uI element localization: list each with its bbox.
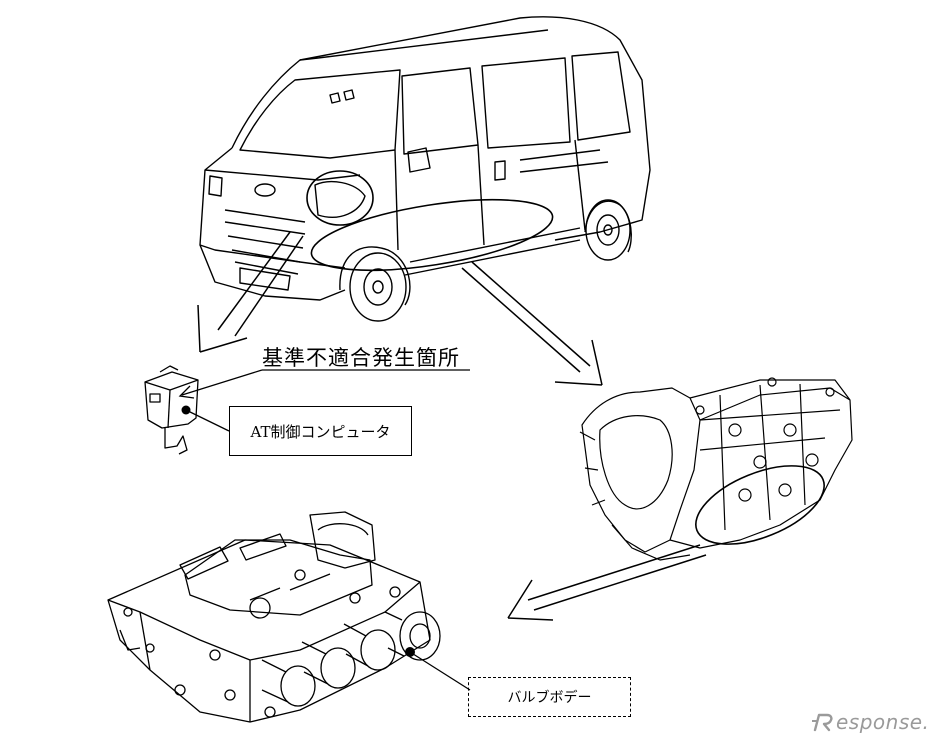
response-r-logo-icon xyxy=(812,713,833,732)
van-highlight-marks xyxy=(306,170,554,272)
at-computer-label: AT制御コンピュータ xyxy=(250,422,391,441)
at-computer-callout-box: AT制御コンピュータ xyxy=(229,406,412,456)
underbody-area-ellipse xyxy=(310,198,554,272)
valve-body-label: バルブボデー xyxy=(507,690,592,706)
valve-body-location-ellipse xyxy=(695,465,825,545)
watermark-text: esponse. xyxy=(836,710,930,734)
response-watermark: esponse. xyxy=(812,710,929,734)
headlight-area-circle xyxy=(306,170,374,226)
at-computer-illustration xyxy=(144,365,199,455)
ecu-dot xyxy=(181,405,191,415)
valve-body-callout-box: バルブボデー xyxy=(468,677,631,717)
van-illustration xyxy=(199,16,651,322)
transmission-illustration xyxy=(579,377,853,561)
valve-body-illustration xyxy=(107,511,441,723)
callout-arrows xyxy=(178,231,707,691)
defect-location-label: 基準不適合発生箇所 xyxy=(262,346,460,370)
